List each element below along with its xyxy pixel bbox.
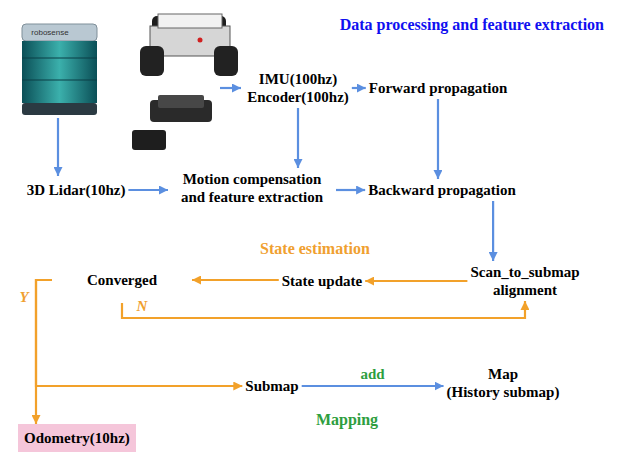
node-label: Backward propagation bbox=[368, 181, 516, 199]
band-fill bbox=[222, 356, 606, 432]
diamond-outline bbox=[53, 258, 191, 302]
connector-arrow bbox=[336, 189, 365, 191]
robot-wheel bbox=[140, 46, 164, 76]
group-title: Mapping bbox=[316, 411, 378, 429]
node-label: IMU(100hz) Encoder(100hz) bbox=[247, 70, 349, 106]
node-label: Scan_to_submap alignment bbox=[470, 263, 579, 299]
imu-device-top bbox=[158, 95, 204, 108]
branch-label: Y bbox=[19, 289, 28, 305]
output-box: Odometry(10hz) bbox=[18, 424, 136, 452]
process-step: Submap bbox=[242, 375, 301, 397]
node-label: Converged bbox=[87, 271, 157, 289]
lidar-stripe bbox=[22, 80, 97, 81]
process-step: Backward propagation bbox=[365, 179, 519, 201]
process-step: State update bbox=[279, 270, 365, 292]
process-step: Forward propagation bbox=[366, 77, 510, 99]
node-label: Odometry(10hz) bbox=[24, 429, 130, 447]
node-label: State update bbox=[282, 272, 362, 290]
connector-arrow bbox=[302, 385, 444, 387]
connector-arrow bbox=[492, 201, 494, 261]
sensor-arrow bbox=[220, 87, 241, 89]
node-label: 3D Lidar(10hz) bbox=[27, 181, 126, 199]
branch-label: N bbox=[137, 298, 148, 314]
node-label: Forward propagation bbox=[369, 79, 507, 97]
group-band: Data processing and feature extractionIM… bbox=[18, 8, 612, 228]
connector-arrow bbox=[297, 108, 299, 168]
node-label: Motion compensation and feature extracti… bbox=[171, 170, 333, 206]
robot-picture bbox=[140, 14, 238, 76]
process-step: Motion compensation and feature extracti… bbox=[168, 168, 336, 208]
lidar-base bbox=[22, 103, 97, 115]
connector-arrow bbox=[128, 189, 168, 191]
node-label: Submap bbox=[245, 377, 298, 395]
imu-picture bbox=[132, 95, 212, 150]
node-label: Map bbox=[447, 365, 560, 383]
robot-top bbox=[158, 14, 222, 28]
process-step: Scan_to_submap alignment bbox=[467, 261, 582, 301]
band-fill bbox=[18, 236, 612, 324]
connector-arrow bbox=[365, 280, 467, 282]
connector-arrow bbox=[437, 99, 439, 179]
group-band: State estimationConverged State update Sca… bbox=[18, 236, 612, 324]
encoder-device bbox=[132, 130, 166, 150]
process-step: 3D Lidar(10hz) bbox=[24, 179, 129, 201]
group-title: State estimation bbox=[260, 240, 370, 258]
connector-arrow bbox=[192, 279, 279, 281]
band-fill bbox=[18, 8, 612, 228]
group-band: Mapping Submap Map(History submap) bbox=[222, 356, 606, 432]
connector-arrow bbox=[36, 280, 242, 386]
brand-mark: robosense bbox=[31, 28, 68, 38]
robot-light bbox=[198, 38, 203, 43]
connector-arrow bbox=[352, 87, 366, 89]
lidar-cap bbox=[22, 24, 97, 41]
group-title: Data processing and feature extraction bbox=[340, 16, 604, 34]
node-label: (History submap) bbox=[447, 383, 560, 401]
lidar-stripe bbox=[22, 58, 97, 59]
process-step: Map(History submap) bbox=[444, 363, 563, 403]
connector-arrow bbox=[36, 280, 52, 424]
decision-diamond: Converged bbox=[52, 257, 192, 303]
connector-arrow bbox=[122, 301, 525, 318]
robot-wheel bbox=[214, 46, 238, 76]
sensor-arrow bbox=[57, 118, 59, 176]
edge-label: add bbox=[361, 365, 385, 383]
lidar-window bbox=[22, 41, 97, 103]
process-step: IMU(100hz) Encoder(100hz) bbox=[244, 68, 352, 108]
lidar-picture bbox=[22, 24, 97, 115]
